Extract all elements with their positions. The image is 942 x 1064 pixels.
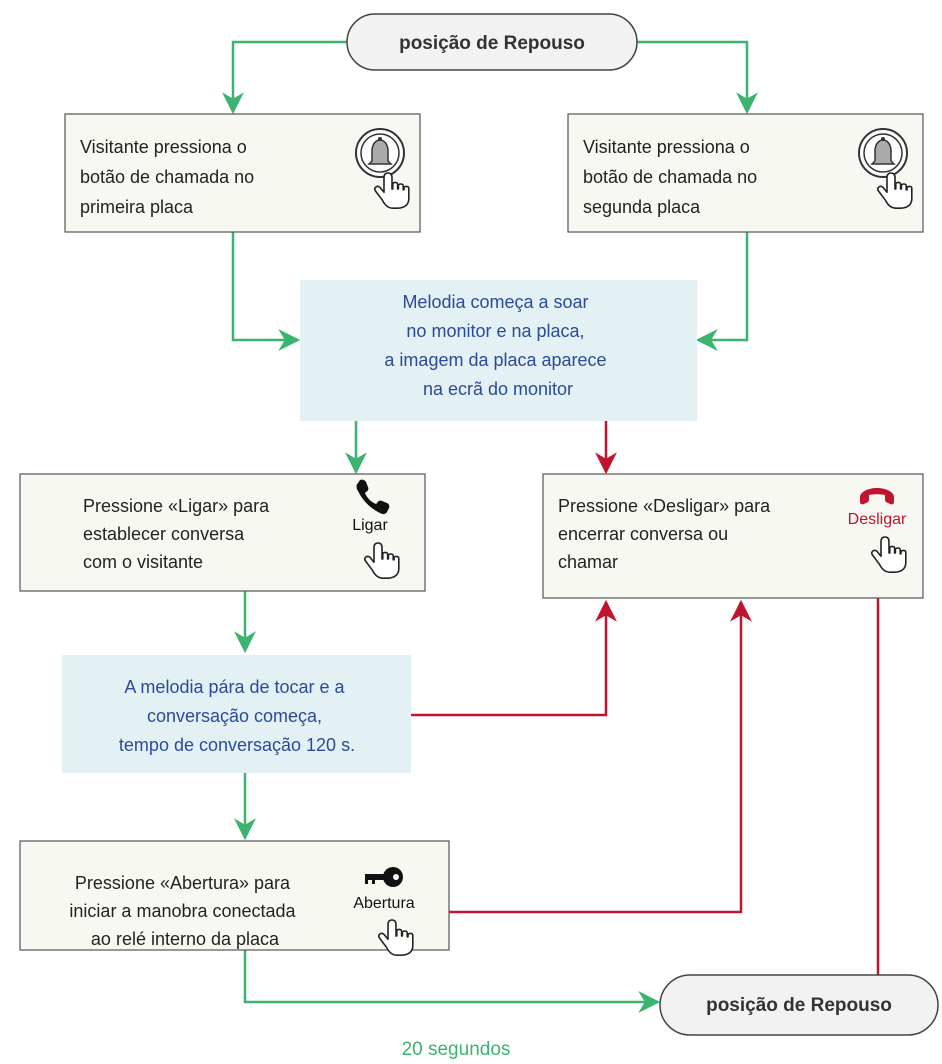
- svg-text:Pressione «Ligar» para e: Pressione «Ligar» para establecer conver…: [83, 496, 274, 572]
- abertura-button-label: Abertura: [353, 895, 414, 912]
- desligar-button-label: Desligar: [848, 511, 907, 528]
- end-node: posição de Repouso: [659, 974, 939, 1036]
- arrow-conversation-to-desligar: [411, 599, 617, 717]
- svg-text:Melodia começa a soar no: Melodia começa a soar no monitor e na pl…: [384, 292, 611, 399]
- visitor-right-line-3: segunda placa: [583, 197, 701, 217]
- ligar-box: Pressione «Ligar» para establecer conver…: [19, 473, 426, 592]
- phone-hangup-icon: [860, 488, 894, 505]
- svg-text:Pressione «Desligar» para: Pressione «Desligar» para encerrar conve…: [558, 496, 775, 572]
- timeout-label: 20 segundos: [402, 1039, 511, 1060]
- arrow-start-to-visitor-left: [222, 40, 347, 115]
- end-label: posição de Repouso: [706, 995, 892, 1016]
- ligar-button-label: Ligar: [352, 517, 388, 534]
- visitor-right-box: Visitante pressiona o botão de chamada n…: [567, 113, 924, 233]
- visitor-left-box: Visitante pressiona o botão de chamada n…: [64, 113, 421, 233]
- phone-handset-icon: [356, 479, 390, 515]
- svg-text:Pressione «Abertura» para: Pressione «Abertura» para iniciar a mano…: [69, 873, 300, 949]
- abertura-line-1: Pressione «Abertura» para: [75, 873, 291, 893]
- conversation-box: A melodia pára de tocar e a conversação …: [62, 655, 411, 773]
- desligar-line-2: encerrar conversa ou: [558, 524, 728, 544]
- start-label: posição de Repouso: [399, 33, 585, 54]
- ligar-line-1: Pressione «Ligar» para: [83, 496, 270, 516]
- desligar-line-1: Pressione «Desligar» para: [558, 496, 771, 516]
- abertura-box: Pressione «Abertura» para iniciar a mano…: [19, 840, 450, 957]
- visitor-right-line-1: Visitante pressiona o: [583, 137, 750, 157]
- desligar-box: Pressione «Desligar» para encerrar conve…: [542, 473, 924, 599]
- svg-text:Visitante pressiona o bo: Visitante pressiona o botão de chamada n…: [583, 137, 762, 217]
- desligar-line-3: chamar: [558, 552, 618, 572]
- connectors: [222, 40, 889, 1026]
- conversation-line-1: A melodia pára de tocar e a: [124, 677, 345, 697]
- melody-line-3: a imagem da placa aparece: [384, 350, 606, 370]
- key-icon: [365, 867, 403, 887]
- ligar-line-2: establecer conversa: [83, 524, 245, 544]
- arrow-abertura-to-end: [243, 950, 661, 1013]
- ligar-line-3: com o visitante: [83, 552, 203, 572]
- bell-push-icon: [355, 128, 410, 209]
- start-node: posição de Repouso: [346, 13, 638, 71]
- conversation-line-3: tempo de conversação 120 s.: [119, 735, 355, 755]
- melody-line-1: Melodia começa a soar: [402, 292, 588, 312]
- visitor-left-line-1: Visitante pressiona o: [80, 137, 247, 157]
- abertura-line-2: iniciar a manobra conectada: [69, 901, 296, 921]
- abertura-line-3: ao relé interno da placa: [91, 929, 280, 949]
- svg-text:Visitante pressiona o bo: Visitante pressiona o botão de chamada n…: [80, 137, 259, 217]
- bell-push-icon: [858, 128, 913, 209]
- arrow-visitor-left-to-melody: [231, 232, 301, 351]
- arrow-start-to-visitor-right: [637, 40, 758, 115]
- melody-box: Melodia começa a soar no monitor e na pl…: [300, 280, 697, 421]
- melody-line-4: na ecrã do monitor: [423, 379, 573, 399]
- svg-text:A melodia pára de tocar e a: A melodia pára de tocar e a conversação …: [119, 677, 355, 755]
- visitor-left-line-2: botão de chamada no: [80, 167, 254, 187]
- arrow-visitor-right-to-melody: [695, 232, 749, 351]
- arrow-abertura-to-desligar: [449, 599, 752, 914]
- melody-line-2: no monitor e na placa,: [406, 321, 584, 341]
- visitor-left-line-3: primeira placa: [80, 197, 194, 217]
- visitor-right-line-2: botão de chamada no: [583, 167, 757, 187]
- conversation-line-2: conversação começa,: [147, 706, 322, 726]
